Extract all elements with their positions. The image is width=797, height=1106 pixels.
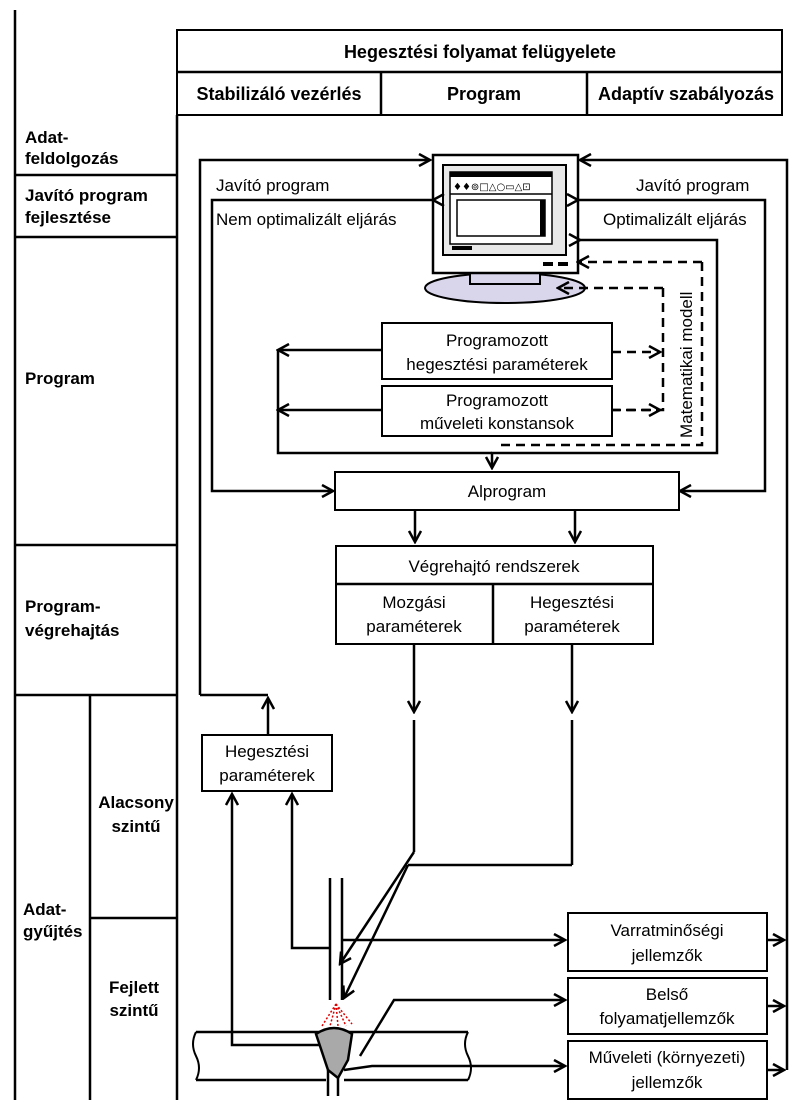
svg-text:♦♦⊚□△○▭△⊡: ♦♦⊚□△○▭△⊡	[453, 182, 531, 193]
programozott-output-arrows	[278, 350, 492, 455]
belso-folyamatjellemzok-box: Belső folyamatjellemzők	[358, 977, 784, 1057]
svg-text:Végrehajtó rendszerek: Végrehajtó rendszerek	[408, 557, 580, 576]
hegesztesi-parameterek-sensor-box: Hegesztési paraméterek	[201, 734, 338, 1047]
row-alacsony-2: szintű	[111, 817, 160, 836]
row-alacsony-1: Alacsony	[98, 793, 174, 812]
svg-text:Alprogram: Alprogram	[468, 482, 546, 501]
label-nem-optimalizalt: Nem optimalizált eljárás	[216, 210, 396, 229]
svg-text:paraméterek: paraméterek	[219, 766, 315, 785]
mozgasi-label: Mozgási	[382, 593, 445, 612]
row-vegrehajtas-2: végrehajtás	[25, 621, 120, 640]
row-adatfeldolgozas-1: Adat-	[25, 128, 68, 147]
svg-text:Varratminőségi: Varratminőségi	[610, 921, 723, 940]
svg-text:műveleti konstansok: műveleti konstansok	[420, 414, 575, 433]
header-title: Hegesztési folyamat felügyelete	[344, 42, 616, 62]
row-adatfeldolgozas-2: feldolgozás	[25, 149, 119, 168]
svg-text:Programozott: Programozott	[446, 331, 548, 350]
muveleti-jellemzok-box: Műveleti (környezeti) jellemzők	[343, 1040, 784, 1100]
math-model-loop: Matematikai modell	[500, 262, 704, 447]
svg-text:paraméterek: paraméterek	[524, 617, 620, 636]
row-fejlett-1: Fejlett	[109, 978, 159, 997]
label-javito-right: Javító program	[636, 176, 749, 195]
label-optimalizalt: Optimalizált eljárás	[603, 210, 747, 229]
right-feedback-loop: Javító program Optimalizált eljárás	[492, 160, 789, 1070]
programozott-konstansok-box: Programozott műveleti konstansok	[381, 385, 613, 437]
row-vegrehajtas-1: Program-	[25, 597, 101, 616]
welding-torch	[321, 720, 574, 1027]
hegesztesi-label: Hegesztési	[530, 593, 614, 612]
vegrehajto-rendszerek-box: Végrehajtó rendszerek Mozgási paramétere…	[335, 545, 654, 712]
header-table: Hegesztési folyamat felügyelete Stabiliz…	[176, 29, 783, 116]
row-program: Program	[25, 369, 95, 388]
varratminosegi-box: Varratminőségi jellemzők	[342, 912, 784, 972]
row-adatgyujtes-1: Adat-	[23, 900, 66, 919]
row-label-column: Adat- feldolgozás Javító program fejlesz…	[15, 115, 179, 1100]
row-javito-2: fejlesztése	[25, 208, 111, 227]
svg-text:hegesztési paraméterek: hegesztési paraméterek	[406, 355, 588, 374]
col-program: Program	[447, 84, 521, 104]
row-javito-1: Javító program	[25, 186, 148, 205]
weld-bead	[314, 1026, 354, 1080]
svg-text:folyamatjellemzők: folyamatjellemzők	[599, 1009, 735, 1028]
svg-text:Programozott: Programozott	[446, 391, 548, 410]
svg-text:paraméterek: paraméterek	[366, 617, 462, 636]
svg-text:jellemzők: jellemzők	[631, 946, 703, 965]
svg-text:jellemzők: jellemzők	[631, 1073, 703, 1092]
svg-text:Belső: Belső	[646, 985, 689, 1004]
col-adaptiv: Adaptív szabályozás	[598, 84, 774, 104]
label-javito-left: Javító program	[216, 176, 329, 195]
programozott-parameterek-box: Programozott hegesztési paraméterek	[381, 322, 613, 380]
col-stabilizalo: Stabilizáló vezérlés	[196, 84, 361, 104]
svg-text:Műveleti (környezeti): Műveleti (környezeti)	[589, 1048, 746, 1067]
label-matematikai-modell: Matematikai modell	[677, 292, 696, 438]
svg-text:Hegesztési: Hegesztési	[225, 742, 309, 761]
row-fejlett-2: szintű	[109, 1001, 158, 1020]
alprogram-box: Alprogram	[334, 471, 680, 542]
computer-icon: ♦♦⊚□△○▭△⊡	[424, 153, 586, 304]
row-adatgyujtes-2: gyűjtés	[23, 922, 83, 941]
left-feedback-loop: Javító program Nem optimalizált eljárás	[198, 160, 433, 738]
workpiece	[192, 1026, 472, 1096]
